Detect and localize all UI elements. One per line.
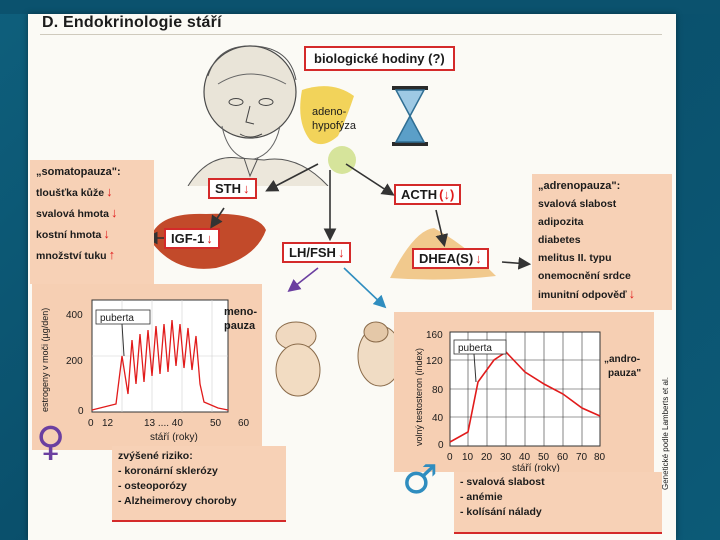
adrenopauza-box: „adrenopauza": svalová slabost adipozita… (532, 174, 672, 310)
down-arrow-icon: ↓ (111, 205, 118, 220)
x-tick: 0 (447, 452, 453, 463)
x-tick: 40 (519, 452, 531, 463)
list-item: onemocnění srdce (538, 267, 666, 285)
y-tick: 200 (66, 356, 83, 367)
somatopauza-box: „somatopauza": tloušťka kůže↓ svalová hm… (30, 160, 154, 284)
list-item: množství tuku↑ (36, 245, 148, 266)
x-label: stáří (roky) (512, 463, 560, 472)
down-arrow-icon: ↓ (629, 286, 636, 301)
x-tick: 30 (500, 452, 512, 463)
male-symbol-icon: ♂ (402, 460, 438, 500)
down-arrow-icon: ↓ (103, 226, 110, 241)
menopauza-label-1: meno- (224, 306, 257, 318)
list-item: - svalová slabost (460, 475, 656, 490)
y-tick: 400 (66, 310, 83, 321)
y-tick: 0 (438, 440, 444, 451)
list-item: svalová slabost (538, 195, 666, 213)
list-item: imunitní odpověď↓ (538, 285, 666, 304)
list-item: - osteoporózy (118, 479, 280, 494)
x-tick: 50 (210, 418, 222, 429)
puberty-annotation: puberta (458, 343, 492, 354)
female-symbol-icon: ♀ (36, 422, 65, 462)
male-risk-box: - svalová slabost - anémie - kolísání ná… (454, 472, 662, 534)
andropauza-label-2: pauza" (608, 368, 641, 379)
credit-text: Genetické podle Lamberts et al. (656, 312, 674, 492)
x-tick: 60 (238, 418, 250, 429)
menopauza-label-2: pauza (224, 320, 255, 332)
somatopauza-heading: „somatopauza": (36, 163, 148, 182)
list-item: melitus II. typu (538, 249, 666, 267)
slide-image: D. Endokrinologie stáří biologické hodin… (28, 14, 676, 540)
x-tick: 70 (576, 452, 588, 463)
y-tick: 0 (78, 406, 84, 417)
y-label: estrogeny v moči (µg/den) (40, 308, 50, 412)
list-item: - kolísání nálady (460, 505, 656, 520)
list-item: tloušťka kůže↓ (36, 182, 148, 203)
x-tick: 12 (102, 418, 114, 429)
y-label: volný testosteron (index) (414, 348, 424, 446)
x-label: stáří (roky) (150, 432, 198, 443)
list-item: - anémie (460, 490, 656, 505)
list-item: adipozita (538, 213, 666, 231)
ovary-icon (268, 314, 326, 400)
andropauza-label-1: „andro- (604, 354, 640, 365)
risk-heading: zvýšené riziko: (118, 449, 280, 464)
female-risk-box: zvýšené riziko: - koronární sklerózy - o… (112, 446, 286, 522)
list-item: kostní hmota↓ (36, 224, 148, 245)
down-arrow-icon: ↓ (106, 184, 113, 199)
x-tick: 13 .... 40 (144, 418, 183, 429)
list-item: diabetes (538, 231, 666, 249)
male-chart: volný testosteron (index) 160 120 80 40 … (394, 312, 654, 472)
x-tick: 0 (88, 418, 94, 429)
y-tick: 80 (432, 385, 444, 396)
puberty-annotation: puberta (100, 313, 134, 324)
list-item: svalová hmota↓ (36, 203, 148, 224)
svg-text:Genetické podle Lamberts et al: Genetické podle Lamberts et al. (661, 377, 670, 490)
x-tick: 10 (462, 452, 474, 463)
down-arrow-icon: ↑ (109, 247, 116, 262)
list-item: - Alzheimerovy choroby (118, 494, 280, 509)
adrenopauza-heading: „adrenopauza": (538, 177, 666, 195)
top-band (0, 0, 720, 14)
x-tick: 20 (481, 452, 493, 463)
y-tick: 120 (426, 356, 443, 367)
y-tick: 40 (432, 413, 444, 424)
y-tick: 160 (426, 330, 443, 341)
list-item: - koronární sklerózy (118, 464, 280, 479)
x-tick: 50 (538, 452, 550, 463)
x-tick: 80 (594, 452, 606, 463)
x-tick: 60 (557, 452, 569, 463)
